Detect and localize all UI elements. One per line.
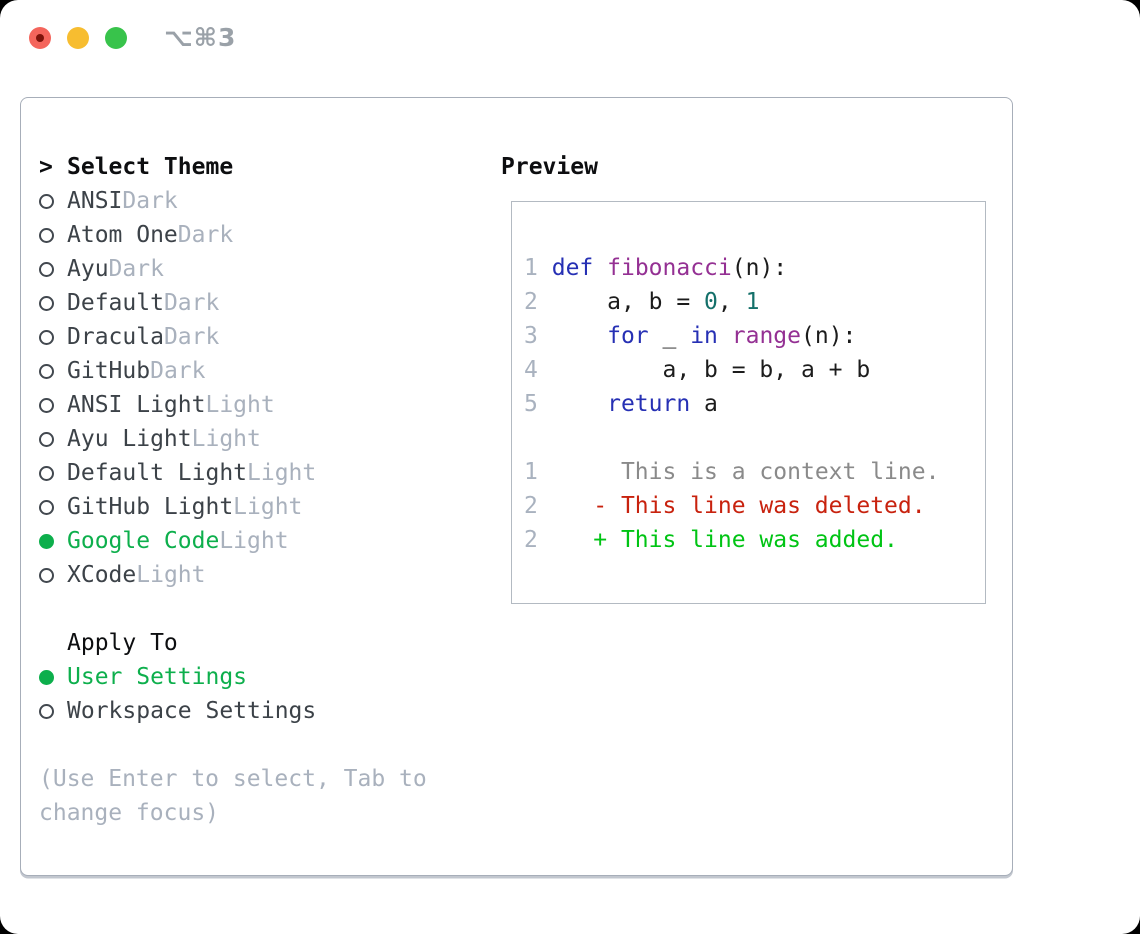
window-title: ⌥⌘3 <box>164 23 237 52</box>
theme-option-label: GitHub Light <box>67 494 234 520</box>
radio-icon <box>39 499 54 515</box>
theme-option-variant: Light <box>247 460 317 486</box>
apply-to-header: Apply To <box>39 626 469 660</box>
preview-box: 1 def fibonacci(n): 2 a, b = 0, 1 3 for … <box>511 201 986 604</box>
radio-icon <box>39 227 54 243</box>
theme-option[interactable]: ANSI Dark <box>39 184 469 218</box>
radio-icon <box>39 397 54 413</box>
prompt-icon: > <box>39 154 53 180</box>
theme-option-label: Dracula <box>67 324 164 350</box>
theme-option[interactable]: Ayu Light Light <box>39 422 469 456</box>
theme-option-variant: Light <box>136 562 206 588</box>
theme-option-variant: Dark <box>177 222 234 248</box>
preview-label: Preview <box>501 154 598 180</box>
radio-icon <box>39 567 54 583</box>
theme-option[interactable]: Default Dark <box>39 286 469 320</box>
radio-icon <box>39 431 54 447</box>
theme-option-label: GitHub <box>67 358 151 384</box>
theme-option-label: Google Code <box>67 528 220 554</box>
help-text: (Use Enter to select, Tab to change focu… <box>39 766 427 826</box>
theme-option-label: ANSI <box>67 188 123 214</box>
theme-option[interactable]: Default Light Light <box>39 456 469 490</box>
theme-option-variant: Light <box>233 494 303 520</box>
radio-icon <box>39 703 54 719</box>
theme-option[interactable]: Dracula Dark <box>39 320 469 354</box>
select-theme-header: > Select Theme <box>39 150 469 184</box>
radio-selected-icon <box>39 533 54 549</box>
minimize-button-icon[interactable] <box>67 26 89 49</box>
theme-option-variant: Dark <box>163 290 220 316</box>
theme-option-variant: Light <box>191 426 261 452</box>
radio-icon <box>39 329 54 345</box>
theme-option[interactable]: ANSI Light Light <box>39 388 469 422</box>
preview-column: Preview 1 def fibonacci(n): 2 a, b = 0, … <box>501 150 986 875</box>
radio-icon <box>39 363 54 379</box>
apply-to-option[interactable]: User Settings <box>39 660 469 694</box>
theme-option-variant: Dark <box>108 256 164 282</box>
select-theme-label: Select Theme <box>67 154 234 180</box>
theme-option-label: Ayu Light <box>67 426 192 452</box>
apply-to-option-label: Workspace Settings <box>67 698 317 724</box>
apply-to-option[interactable]: Workspace Settings <box>39 694 469 728</box>
theme-option-label: ANSI Light <box>67 392 206 418</box>
theme-option-variant: Dark <box>150 358 206 384</box>
apply-to-label: Apply To <box>67 630 178 656</box>
theme-option[interactable]: GitHub Light Light <box>39 490 469 524</box>
code-preview: 1 def fibonacci(n): 2 a, b = 0, 1 3 for … <box>524 255 940 553</box>
theme-option-label: Default <box>67 290 164 316</box>
radio-icon <box>39 193 54 209</box>
theme-option-label: Atom One <box>67 222 178 248</box>
theme-option[interactable]: GitHub Dark <box>39 354 469 388</box>
theme-option-label: XCode <box>67 562 137 588</box>
close-button-icon[interactable] <box>29 26 51 49</box>
zoom-button-icon[interactable] <box>105 26 127 49</box>
radio-selected-icon <box>39 669 54 685</box>
theme-option[interactable]: Google Code Light <box>39 524 469 558</box>
theme-option-variant: Dark <box>122 188 178 214</box>
theme-option-variant: Dark <box>163 324 220 350</box>
section-gap <box>39 592 469 626</box>
theme-option[interactable]: XCode Light <box>39 558 469 592</box>
theme-option-label: Default Light <box>67 460 248 486</box>
theme-option-label: Ayu <box>67 256 109 282</box>
radio-icon <box>39 295 54 311</box>
theme-option-variant: Light <box>219 528 289 554</box>
radio-icon <box>39 465 54 481</box>
radio-icon <box>39 261 54 277</box>
theme-option-variant: Light <box>205 392 275 418</box>
theme-option[interactable]: Ayu Dark <box>39 252 469 286</box>
apply-to-option-label: User Settings <box>67 664 248 690</box>
titlebar: ⌥⌘3 <box>0 0 1140 75</box>
theme-option[interactable]: Atom One Dark <box>39 218 469 252</box>
